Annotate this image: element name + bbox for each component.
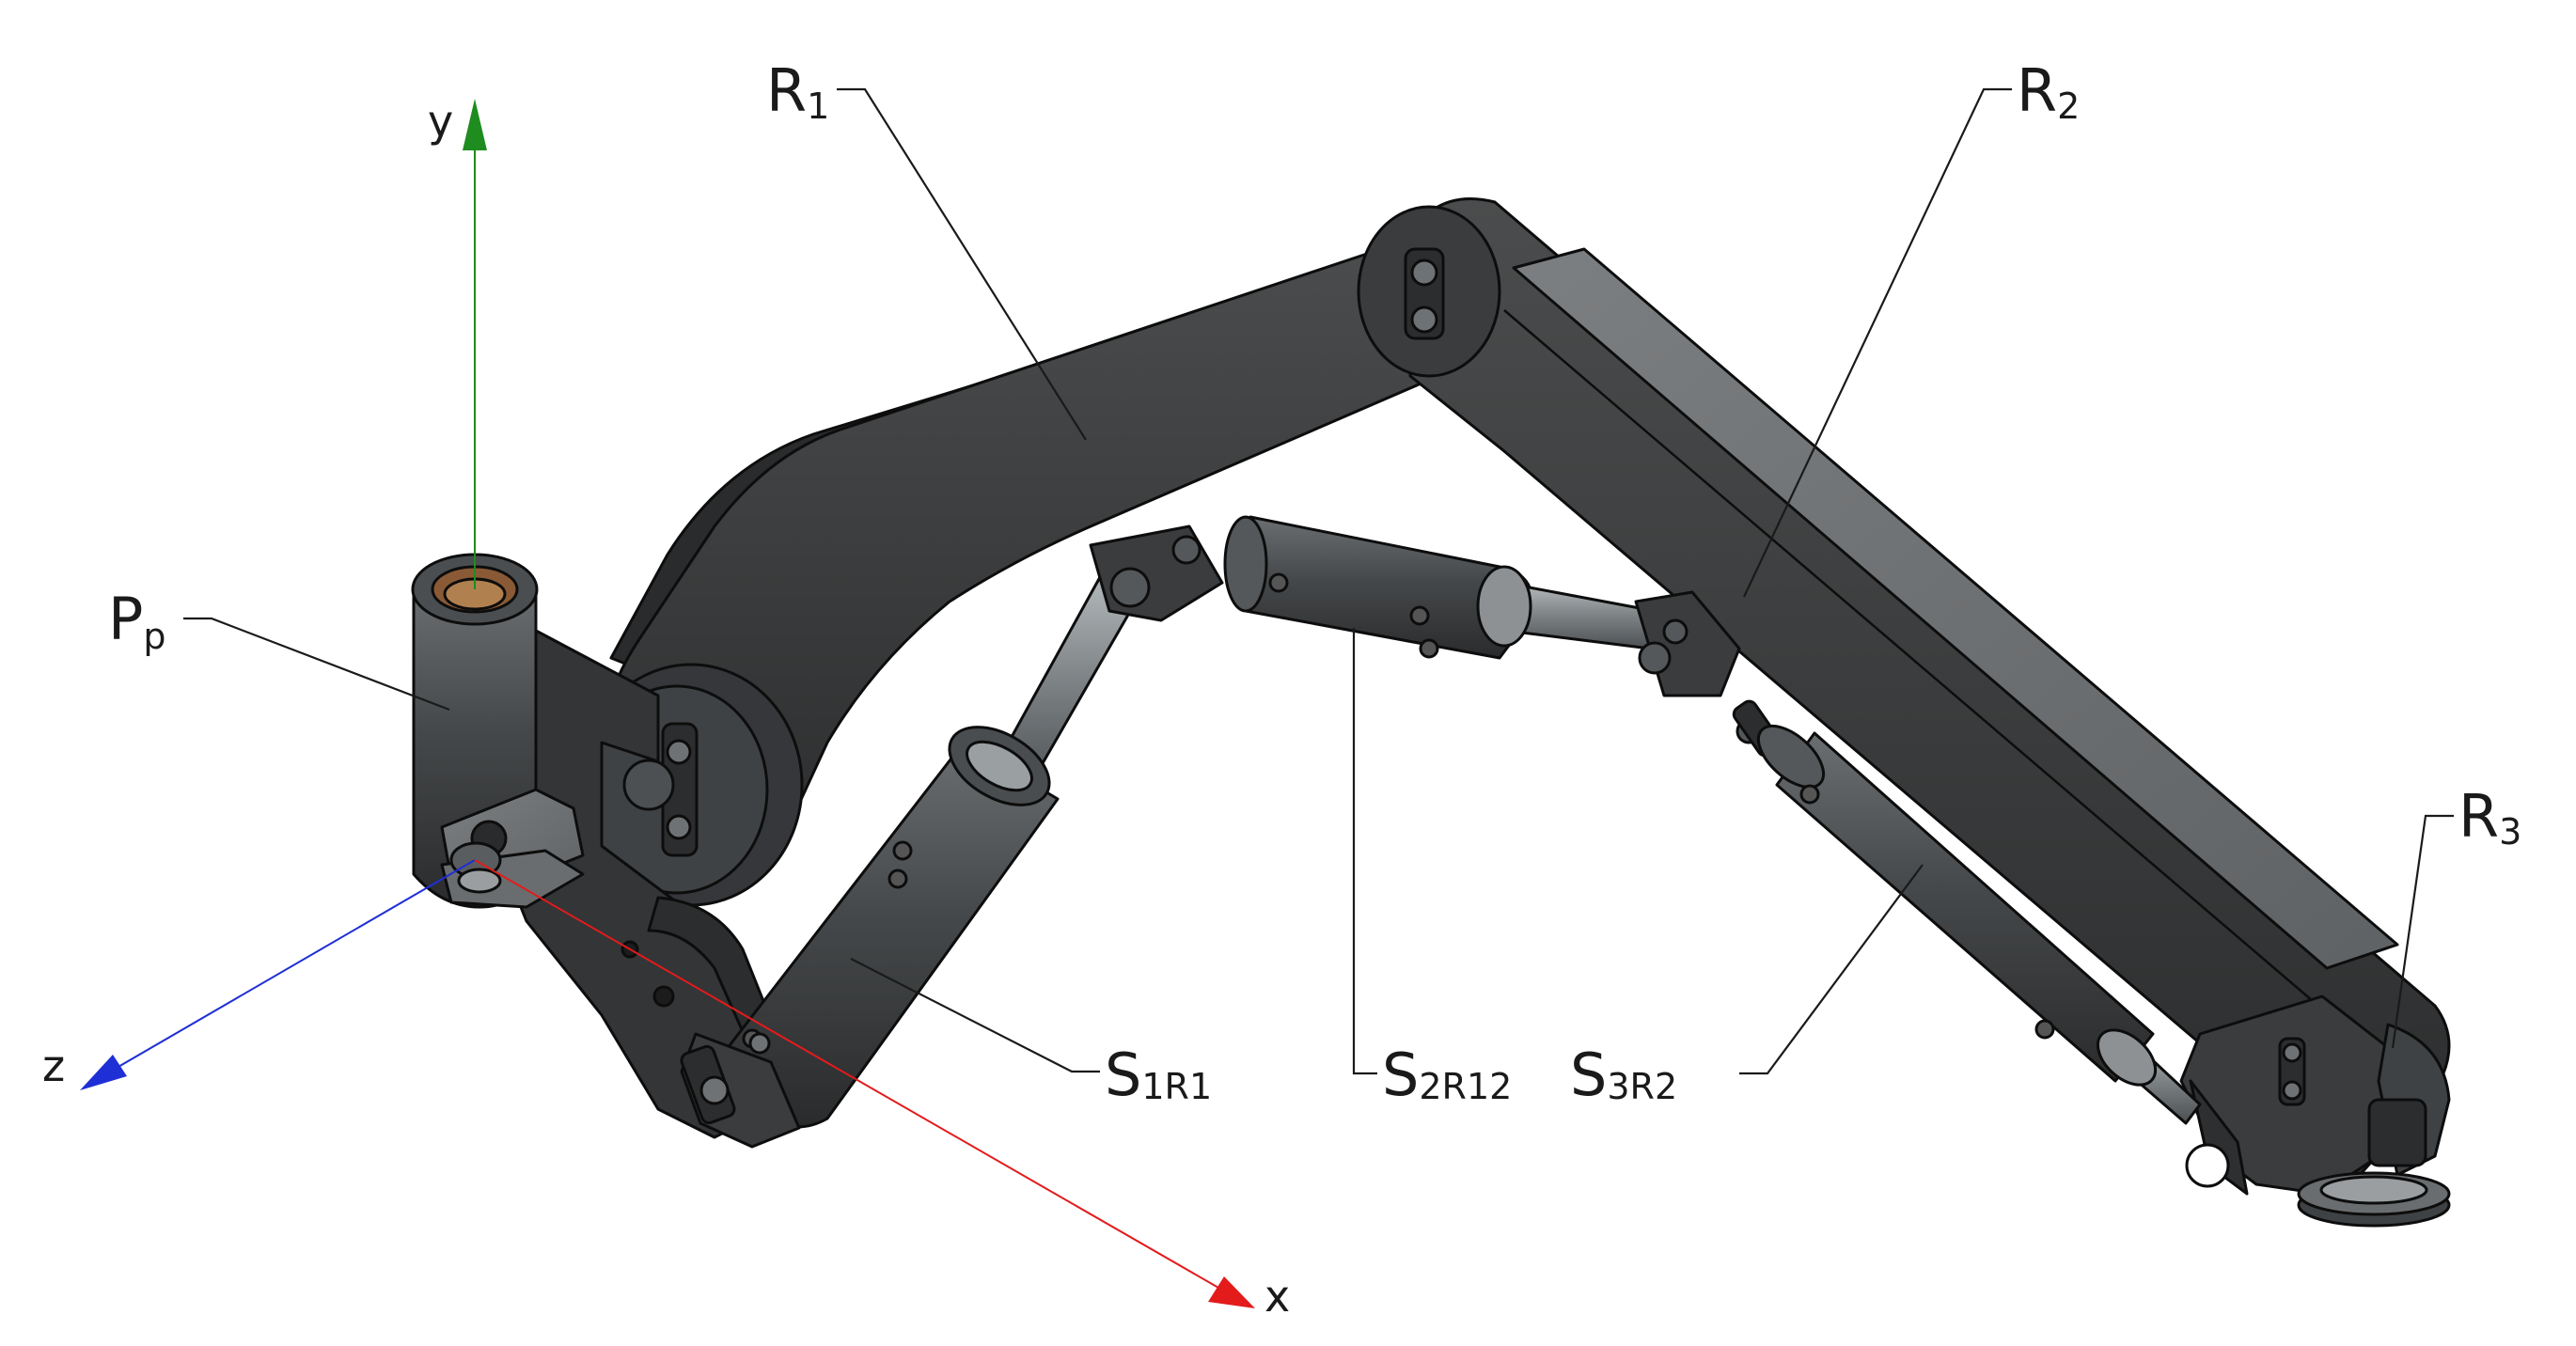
leader-r3 xyxy=(2391,814,2454,1049)
y-axis-arrowhead xyxy=(463,99,487,150)
z-axis-line xyxy=(93,859,476,1082)
x-axis-label: x xyxy=(1264,1271,1290,1322)
leader-s3r2 xyxy=(1739,864,1924,1075)
label-r1: R1 xyxy=(766,56,829,127)
cylinder-s2r12 xyxy=(1223,515,1783,758)
cylinder-s3r2 xyxy=(1756,724,2202,1125)
y-axis-label: y xyxy=(428,96,453,147)
label-s1r1: S1R1 xyxy=(1105,1041,1212,1109)
label-pp: Pp xyxy=(108,585,166,657)
label-s2r12: S2R12 xyxy=(1382,1041,1512,1109)
axes: y z x xyxy=(42,96,1290,1322)
leader-r1 xyxy=(837,87,1087,441)
leaders xyxy=(183,87,2454,1075)
leader-r2 xyxy=(1743,87,2012,598)
cylinder-s1r1 xyxy=(680,524,1224,1149)
arm-r2 xyxy=(1357,197,2451,1196)
label-r2: R2 xyxy=(2017,56,2080,127)
label-r3: R3 xyxy=(2458,782,2521,853)
tool-r3 xyxy=(2297,1023,2451,1228)
x-axis-arrowhead xyxy=(1208,1276,1255,1308)
label-s3r2: S3R2 xyxy=(1570,1041,1677,1109)
leader-s1r1 xyxy=(850,958,1100,1073)
leader-pp xyxy=(183,617,450,712)
mechanism xyxy=(411,197,2451,1228)
z-axis-arrowhead xyxy=(80,1055,127,1090)
x-axis-line xyxy=(474,859,1233,1296)
leader-s2r12 xyxy=(1352,628,1377,1075)
arm-r1 xyxy=(578,244,1469,907)
z-axis-label: z xyxy=(42,1041,65,1091)
labels: R1 R2 R3 Pp S1R1 S2R12 S3R2 xyxy=(108,56,2521,1109)
